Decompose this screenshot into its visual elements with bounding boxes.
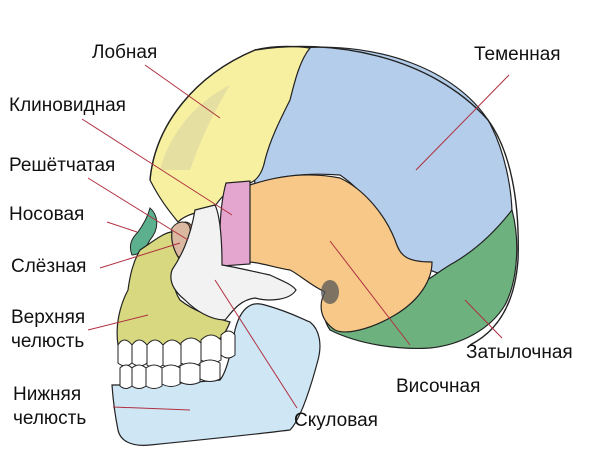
leader-mandible <box>112 406 191 411</box>
leader-nasal <box>106 221 138 233</box>
leader-sphenoid <box>81 118 233 216</box>
leader-maxilla <box>87 314 149 331</box>
sphenoid-bone <box>219 180 251 267</box>
label-temporal: Височная <box>396 376 481 397</box>
label-zygomatic: Скуловая <box>294 410 378 431</box>
teeth <box>117 330 236 389</box>
label-ethmoid: Решётчатая <box>9 155 116 176</box>
label-parietal: Теменная <box>474 44 561 65</box>
leader-temporal <box>329 240 411 346</box>
leader-zygomatic <box>214 279 298 409</box>
leader-lacrimal <box>99 242 181 269</box>
zygomatic-bone <box>170 204 297 321</box>
leader-parietal <box>415 74 510 171</box>
label-mandible-line1: Нижняя <box>13 384 82 405</box>
skull-outline <box>149 45 519 346</box>
leader-ethmoid <box>87 177 189 241</box>
mandible-bone <box>111 303 321 446</box>
label-frontal: Лобная <box>92 42 158 63</box>
label-mandible-line2: челюсть <box>13 408 87 429</box>
nasal-bone <box>129 207 158 256</box>
leader-lines <box>81 64 510 411</box>
label-sphenoid: Клиновидная <box>9 95 126 116</box>
label-maxilla: Верхняя челюсть <box>11 306 85 354</box>
maxilla-bone <box>116 231 231 346</box>
label-nasal: Носовая <box>9 204 85 225</box>
label-lacrimal: Слёзная <box>11 256 87 277</box>
label-maxilla-line2: челюсть <box>11 331 85 352</box>
leader-occipital <box>464 299 503 339</box>
ear-canal <box>321 280 339 304</box>
label-occipital: Затылочная <box>466 342 573 363</box>
label-mandible: Нижняя челюсть <box>13 383 86 431</box>
leader-frontal <box>144 64 221 119</box>
temporal-bone <box>241 174 433 333</box>
label-maxilla-line1: Верхняя <box>11 307 86 328</box>
